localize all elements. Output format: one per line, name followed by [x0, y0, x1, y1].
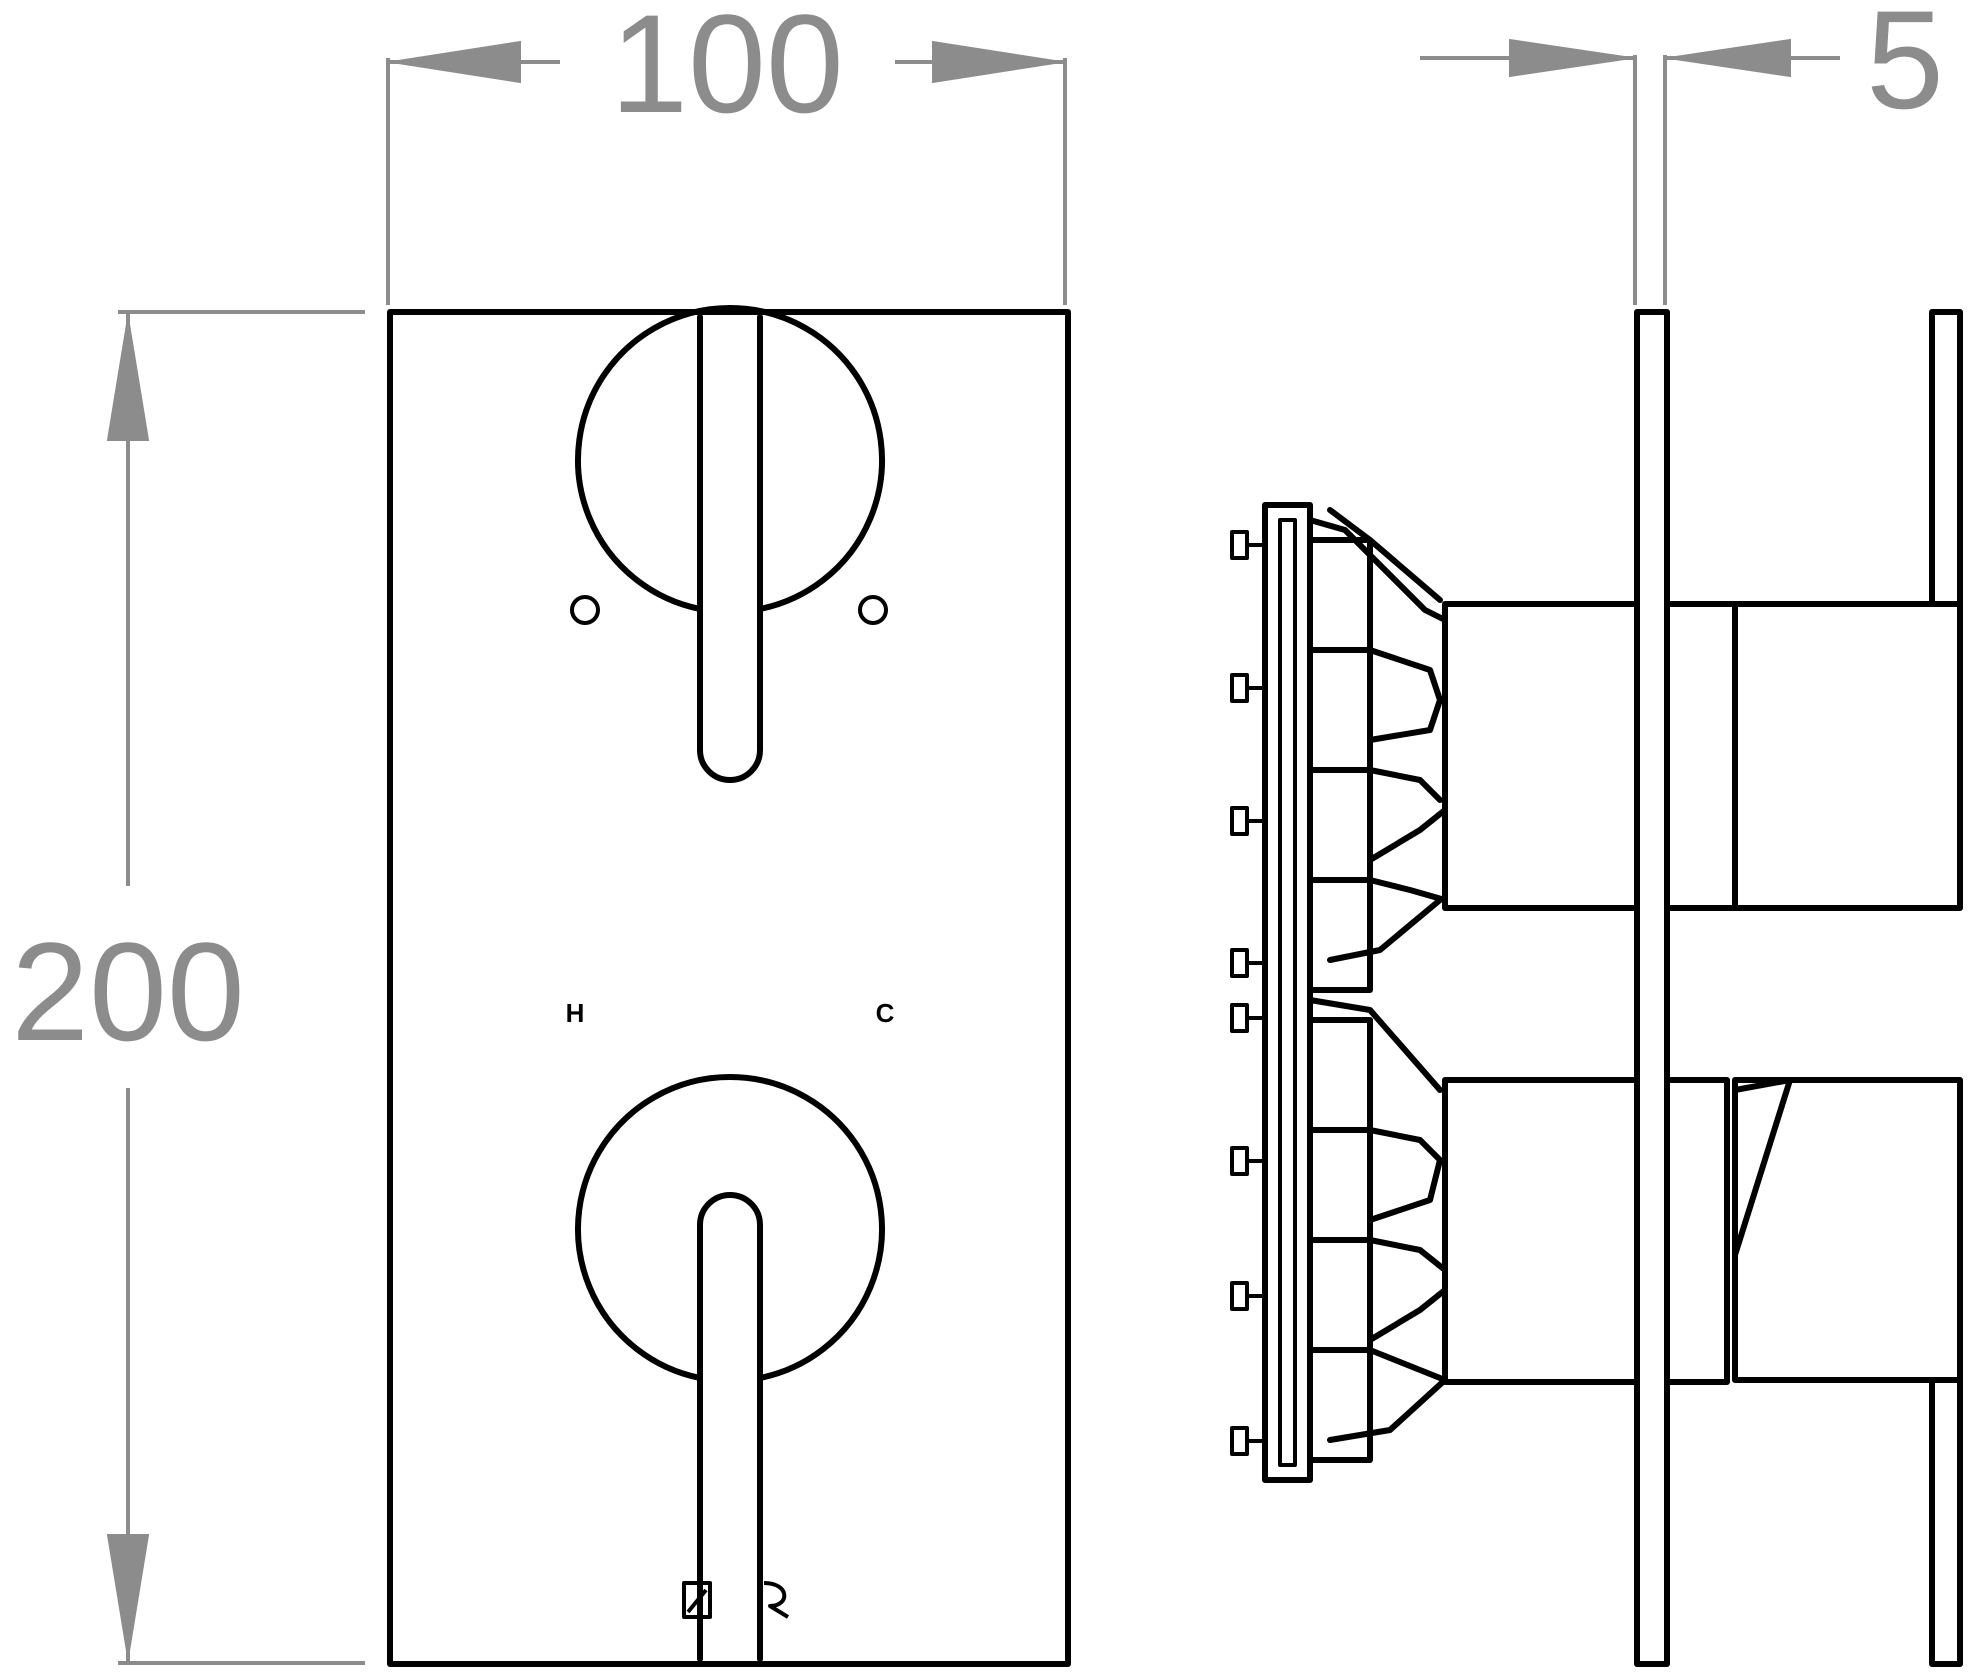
valve-body	[1230, 502, 1448, 1483]
upper-left-indicator-dot	[570, 595, 600, 625]
depth-label: 5	[1866, 0, 1944, 138]
depth-dimension: 5	[1420, 0, 1944, 305]
upper-control	[570, 304, 888, 783]
hot-mark: H	[566, 998, 585, 1028]
width-label: 100	[610, 0, 844, 142]
lower-spacer	[1664, 1077, 1730, 1385]
lower-control	[575, 1073, 885, 1662]
cold-mark: C	[876, 998, 895, 1028]
upper-spacer	[1664, 601, 1738, 911]
upper-right-indicator-dot	[858, 595, 888, 625]
width-dimension: 100	[386, 0, 1067, 305]
front-view: H C	[387, 304, 1071, 1667]
upper-knob-body	[1732, 601, 1963, 911]
upper-handle-tab	[1929, 309, 1963, 607]
lower-dial	[575, 1073, 885, 1381]
height-label: 200	[11, 913, 245, 1070]
upper-dial	[575, 304, 885, 612]
upper-sleeve	[1442, 601, 1640, 911]
side-plate	[1634, 309, 1670, 1667]
lower-knob-body	[1732, 1077, 1963, 1383]
lower-knob-bevel	[1732, 1077, 1793, 1258]
upper-lever	[697, 314, 763, 783]
side-view	[1230, 309, 1963, 1667]
height-dimension: 200	[11, 310, 365, 1665]
lower-lever	[697, 1192, 763, 1662]
faceplate	[387, 309, 1071, 1667]
brand-logo-icon	[682, 1581, 790, 1619]
lower-sleeve	[1442, 1077, 1640, 1385]
lower-handle-tab	[1929, 1377, 1963, 1667]
